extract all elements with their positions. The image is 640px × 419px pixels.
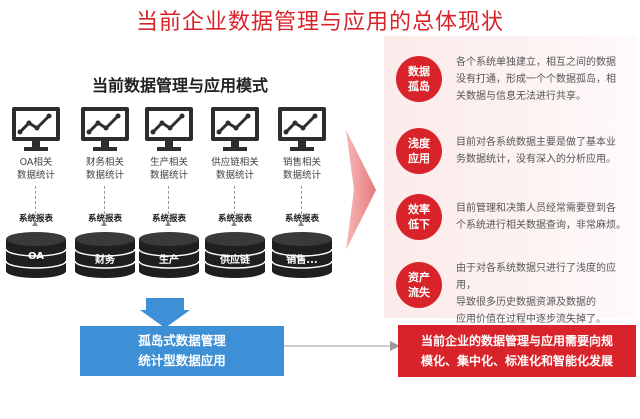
blue-box-line-2: 统计型数据应用 <box>138 353 226 368</box>
database-label: 生产 <box>159 255 179 266</box>
red-box-line-1: 当前企业的数据管理与应用需要向规 <box>420 334 613 348</box>
issue-tag-line: 效率 <box>408 203 430 216</box>
issue-description-line: 目前对各系统数据主要是做了基本业 <box>456 137 616 148</box>
issue-tag-line: 应用 <box>408 152 430 165</box>
arrow-up-icon <box>298 221 304 226</box>
system-report-label: 系统报表 <box>151 214 186 224</box>
issue-tag-line: 流失 <box>408 286 430 299</box>
issue-description-line: 没有打通，形成一个个数据孤岛，相 <box>456 73 616 85</box>
isolated-mode-box: 孤岛式数据管理 统计型数据应用 <box>80 326 284 376</box>
column-label-line: 销售相关 <box>282 157 321 168</box>
database-label: 供应链 <box>220 255 250 266</box>
red-box-line-2: 模化、集中化、标准化和智能化发展 <box>420 354 613 368</box>
issue-description: 目前对各系统数据主要是做了基本业务数据统计，没有深入的分析应用。 <box>456 134 626 168</box>
dashed-connector <box>234 186 235 214</box>
main-title: 当前企业数据管理与应用的总体现状 <box>135 10 504 35</box>
issue-tag: 浅度 应用 <box>396 128 442 174</box>
issue-description-line: 务数据统计，没有深入的分析应用。 <box>456 154 616 165</box>
column-label-line: 数据统计 <box>215 170 254 181</box>
system-report-label: 系统报表 <box>87 214 122 224</box>
issue-tag-line: 低下 <box>408 218 430 231</box>
issue-tag-line: 孤岛 <box>408 80 430 93</box>
issue-tag: 数据 孤岛 <box>396 56 442 102</box>
column-label: 销售相关 数据统计 <box>264 156 340 182</box>
issue-tag-line: 资产 <box>408 271 430 284</box>
issue-description: 由于对各系统数据只进行了浅度的应用， 导致很多历史数据资源及数据的应用价值在过程中… <box>456 260 626 328</box>
database-icon <box>138 232 200 278</box>
arrow-up-icon <box>165 221 171 226</box>
column-label: OA相关 数据统计 <box>0 156 74 182</box>
column-label-line: 数据统计 <box>16 170 55 181</box>
database-label: 财务 <box>95 255 115 266</box>
chevron-right-icon <box>346 130 376 250</box>
issue-description-line: 关数据与信息无法进行共享。 <box>456 90 586 102</box>
column-label: 生产相关 数据统计 <box>131 156 207 182</box>
down-arrow-icon <box>140 298 190 328</box>
column-label-line: OA相关 <box>19 157 53 168</box>
database-icon <box>74 232 136 278</box>
column-label: 财务相关 数据统计 <box>67 156 143 182</box>
dashed-connector <box>35 186 36 214</box>
arrow-up-icon <box>231 221 237 226</box>
column-label-line: 数据统计 <box>85 170 124 181</box>
database-icon <box>271 232 333 278</box>
system-report-label: 系统报表 <box>18 214 53 224</box>
dashed-connector <box>168 186 169 214</box>
database-label: OA <box>28 251 44 262</box>
issue-tag-line: 浅度 <box>408 137 430 150</box>
issue-description: 目前管理和决策人员经常需要登到各个系统进行相关数据查询，非常麻烦。 <box>456 200 626 234</box>
issue-description-line: 导致很多历史数据资源及数据的 <box>456 296 596 308</box>
issue-description: 各个系统单独建立，相互之间的数据没有打通，形成一个个数据孤岛，相关数据与信息无法… <box>456 54 626 105</box>
dashed-connector <box>104 186 105 214</box>
diagram-subtitle: 当前数据管理与应用模式 <box>91 76 268 95</box>
issue-description-line: 应用价值在过程中逐步流失掉了。 <box>456 313 606 325</box>
issue-description-line: 目前管理和决策人员经常需要登到各 <box>456 203 616 214</box>
monitor-chart-icon <box>81 107 129 151</box>
monitor-chart-icon <box>211 107 259 151</box>
column-label: 供应链相关 数据统计 <box>197 156 273 182</box>
column-label-line: 财务相关 <box>85 157 124 168</box>
dashed-connector <box>301 186 302 214</box>
issues-panel: 数据 孤岛各个系统单独建立，相互之间的数据没有打通，形成一个个数据孤岛，相关数据… <box>384 36 636 325</box>
issue-description-line: 个系统进行相关数据查询，非常麻烦。 <box>456 220 626 231</box>
connector-arrow-icon <box>284 341 400 351</box>
issue-tag-line: 数据 <box>408 65 430 78</box>
issue-description-line: 由于对各系统数据只进行了浅度的应用， <box>456 262 616 291</box>
issue-description-line: 各个系统单独建立，相互之间的数据 <box>456 56 616 68</box>
monitor-chart-icon <box>145 107 193 151</box>
monitor-chart-icon <box>12 107 60 151</box>
database-icon <box>5 232 67 278</box>
arrow-up-icon <box>101 221 107 226</box>
column-label-line: 数据统计 <box>149 170 188 181</box>
column-label-line: 生产相关 <box>149 157 188 168</box>
development-direction-box: 当前企业的数据管理与应用需要向规 模化、集中化、标准化和智能化发展 <box>398 325 636 377</box>
arrow-up-icon <box>32 221 38 226</box>
blue-box-line-1: 孤岛式数据管理 <box>138 333 226 348</box>
issue-tag: 资产 流失 <box>396 262 442 308</box>
database-icon <box>204 232 266 278</box>
database-label: 销售... <box>286 255 318 266</box>
system-report-label: 系统报表 <box>284 214 319 224</box>
system-report-label: 系统报表 <box>217 214 252 224</box>
issue-tag: 效率 低下 <box>396 194 442 240</box>
monitor-chart-icon <box>278 107 326 151</box>
column-label-line: 供应链相关 <box>211 157 259 168</box>
column-label-line: 数据统计 <box>282 170 321 181</box>
